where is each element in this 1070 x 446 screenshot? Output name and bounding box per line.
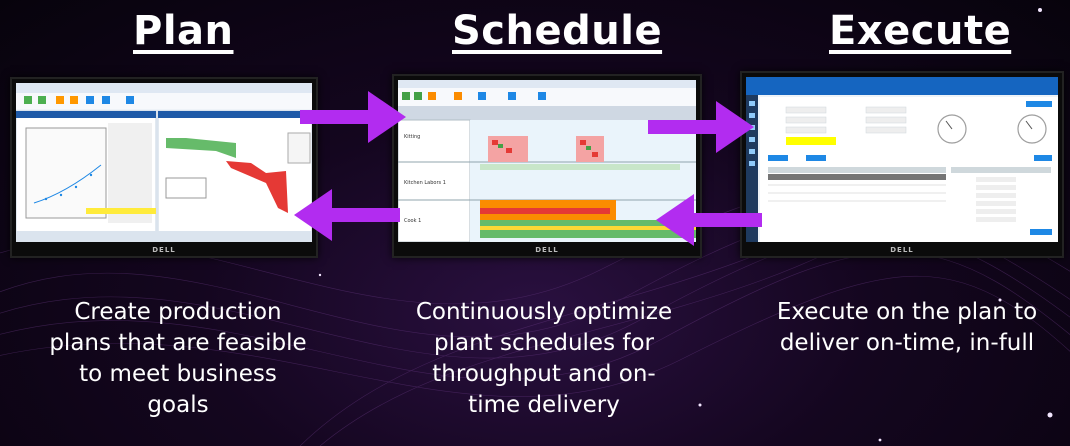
monitor-brand: DELL [535,246,559,254]
arrow-right-icon [648,101,754,153]
plan-description-line: to meet business [79,361,277,387]
execute-app-mockup [746,77,1058,242]
plan-monitor: DELL [10,77,318,258]
schedule-monitor: Kitting Kitchen Labors 1 Cook 1 DELL [392,74,702,258]
execute-description-line: Execute on the plan to [776,299,1038,325]
execute-heading: Execute [829,8,1012,54]
monitor-brand: DELL [152,246,176,254]
schedule-gantt-mockup: Kitting Kitchen Labors 1 Cook 1 [398,80,696,242]
svg-text:Kitting: Kitting [404,134,420,140]
plan-description-line: goals [147,392,209,418]
plan-heading: Plan [133,8,234,54]
arrow-right-icon [300,91,406,143]
schedule-heading: Schedule [452,8,663,54]
execute-description-line: deliver on-time, in-full [779,330,1035,356]
execute-description: Execute on the plan to deliver on-time, … [744,297,1070,359]
plan-description-line: Create production [74,299,282,325]
schedule-description-line: throughput and on- [432,361,656,387]
svg-text:Kitchen Labors 1: Kitchen Labors 1 [404,180,446,186]
schedule-screen: Kitting Kitchen Labors 1 Cook 1 [398,80,696,242]
monitor-brand: DELL [890,246,914,254]
schedule-description-line: plant schedules for [434,330,654,356]
plan-app-mockup [16,83,312,242]
arrow-left-icon [656,194,762,246]
execute-monitor: DELL [740,71,1064,258]
plan-description-line: plans that are feasible [49,330,307,356]
execute-screen [746,77,1058,242]
schedule-description-line: time delivery [468,392,620,418]
svg-text:Cook 1: Cook 1 [404,218,421,224]
schedule-description-line: Continuously optimize [415,299,673,325]
plan-description: Create production plans that are feasibl… [0,297,356,421]
arrow-left-icon [294,189,400,241]
schedule-description: Continuously optimize plant schedules fo… [366,297,722,421]
plan-screen [16,83,312,242]
